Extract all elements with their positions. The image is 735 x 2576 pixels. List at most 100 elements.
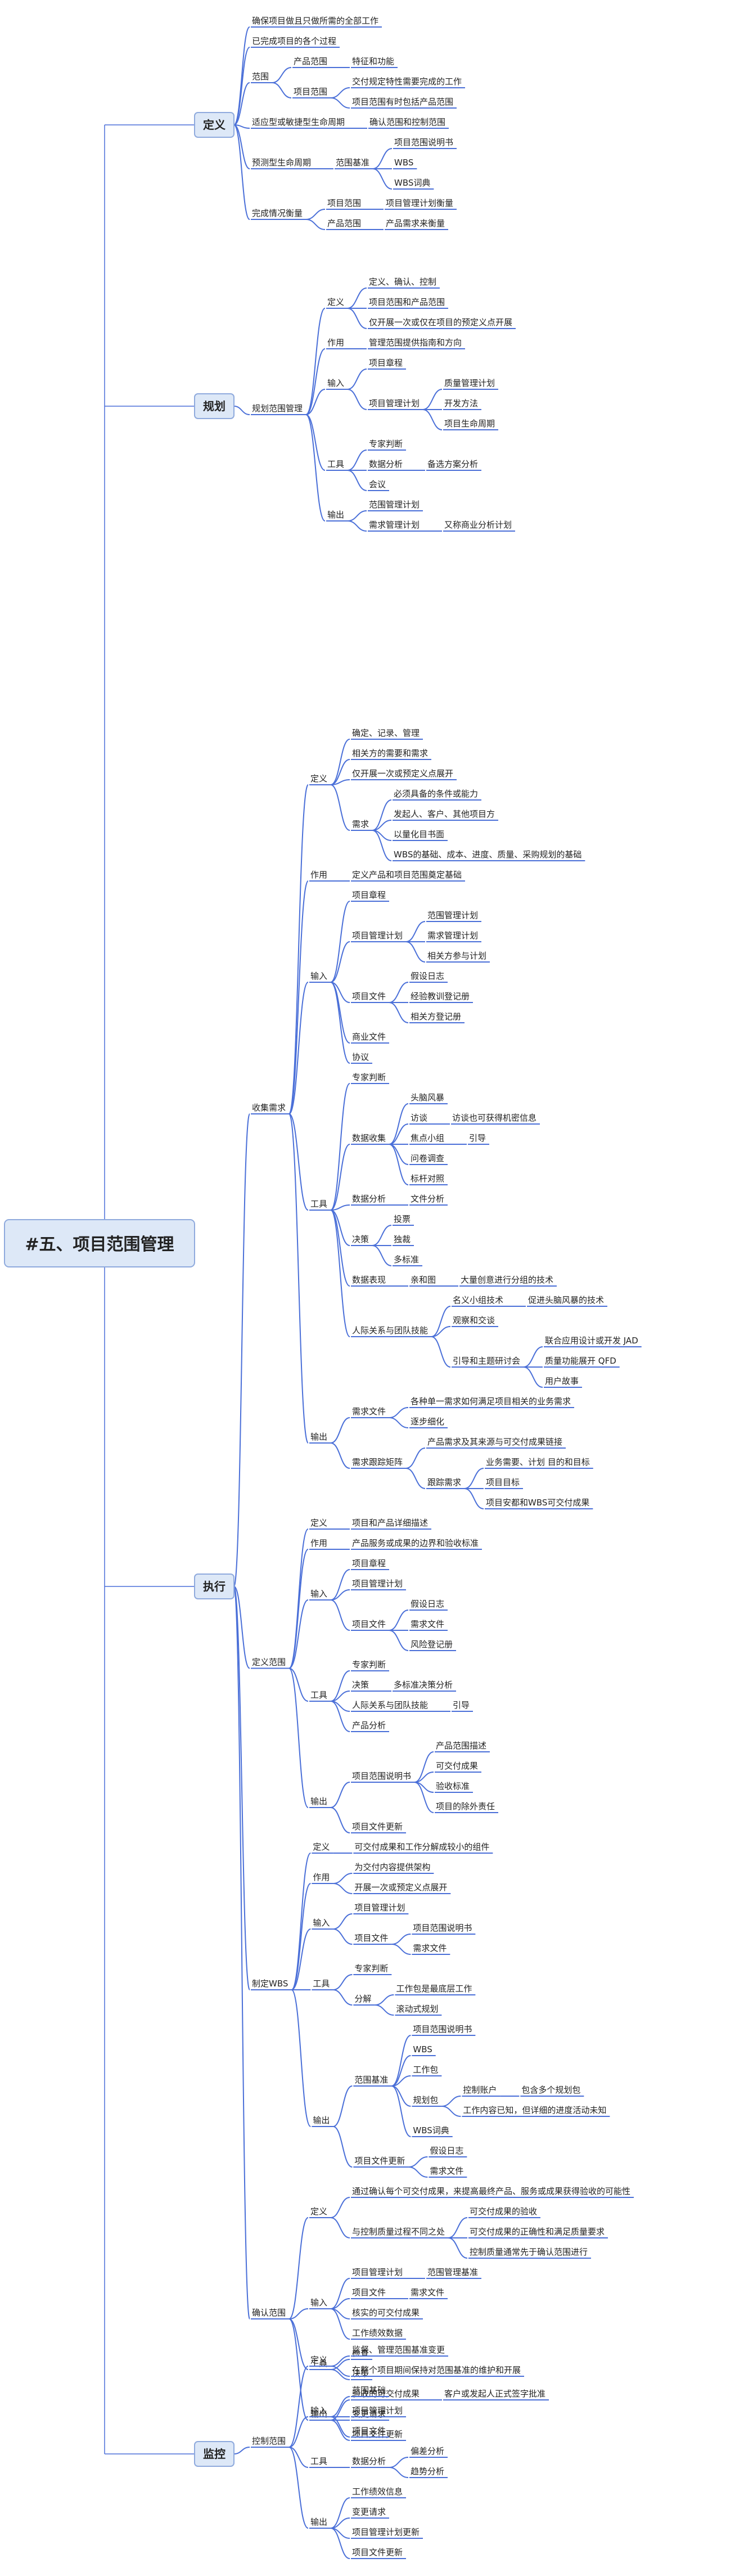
node-作用[interactable]: 作用 <box>309 870 331 882</box>
node-wbs词典[interactable]: WBS词典 <box>412 2125 453 2137</box>
node-产品服务或成果的边界和验收标准[interactable]: 产品服务或成果的边界和验收标准 <box>351 1538 483 1550</box>
node-可交付成果的验收[interactable]: 可交付成果的验收 <box>468 2206 541 2218</box>
node-完成情况衡量[interactable]: 完成情况衡量 <box>251 208 306 220</box>
node-质量管理计划[interactable]: 质量管理计划 <box>443 378 499 390</box>
node-项目范围说明书[interactable]: 项目范围说明书 <box>412 1923 476 1935</box>
node-仅开展一次或预定义点展开[interactable]: 仅开展一次或预定义点展开 <box>351 768 457 780</box>
node-项目范围说明书[interactable]: 项目范围说明书 <box>393 137 457 149</box>
node-需求文件[interactable]: 需求文件 <box>429 2166 467 2178</box>
node-项目文件[interactable]: 项目文件 <box>351 991 390 1003</box>
node-相关方的需要和需求[interactable]: 相关方的需要和需求 <box>351 748 432 760</box>
node-工具[interactable]: 工具 <box>309 2456 331 2468</box>
node-控制质量通常先于确认范围进行[interactable]: 控制质量通常先于确认范围进行 <box>468 2247 592 2259</box>
node-定义[interactable]: 定义 <box>326 297 348 309</box>
node-输入[interactable]: 输入 <box>309 971 331 983</box>
node-需求[interactable]: 需求 <box>351 819 373 831</box>
node-范围基础[interactable]: 范围基础 <box>351 2385 390 2397</box>
node-定义[interactable]: 定义 <box>309 1518 331 1530</box>
node-项目管理计划衡量[interactable]: 项目管理计划衡量 <box>385 198 457 210</box>
node-文件分析[interactable]: 文件分析 <box>409 1194 448 1206</box>
node-偏差分析[interactable]: 偏差分析 <box>409 2446 448 2458</box>
node-预测型生命周期[interactable]: 预测型生命周期 <box>251 158 315 169</box>
node-输入[interactable]: 输入 <box>309 2298 331 2309</box>
node-工具[interactable]: 工具 <box>312 1979 333 1990</box>
node-经验教训登记册[interactable]: 经验教训登记册 <box>409 991 474 1003</box>
node-产品需求及其来源与可交付成果链接[interactable]: 产品需求及其来源与可交付成果链接 <box>426 1437 566 1449</box>
node-需求管理计划[interactable]: 需求管理计划 <box>426 930 482 942</box>
node-滚动式规划[interactable]: 滚动式规划 <box>395 2004 442 2016</box>
node-范围管理计划[interactable]: 范围管理计划 <box>368 500 423 511</box>
node-风险登记册[interactable]: 风险登记册 <box>409 1639 457 1651</box>
node-项目文件[interactable]: 项目文件 <box>351 1619 390 1631</box>
node-交付规定特性需要完成的工作[interactable]: 交付规定特性需要完成的工作 <box>351 77 466 88</box>
node-作用[interactable]: 作用 <box>326 338 348 349</box>
node-定义-确认-控制[interactable]: 定义、确认、控制 <box>368 277 440 289</box>
node-确认范围[interactable]: 确认范围 <box>251 2308 290 2319</box>
node-项目章程[interactable]: 项目章程 <box>368 358 407 370</box>
node-通过确认每个可交付成果-来提高最终产品-服务或成果获得验收的可能性[interactable]: 通过确认每个可交付成果，来提高最终产品、服务或成果获得验收的可能性 <box>351 2186 634 2198</box>
node-数据表现[interactable]: 数据表现 <box>351 1275 390 1287</box>
node-定义[interactable]: 定义 <box>309 2355 331 2367</box>
node-跟踪需求[interactable]: 跟踪需求 <box>426 1477 465 1489</box>
node-逐步细化[interactable]: 逐步细化 <box>409 1417 448 1428</box>
node-专家判断[interactable]: 专家判断 <box>351 1072 390 1084</box>
node-数据分析[interactable]: 数据分析 <box>351 2456 390 2468</box>
node-产品范围[interactable]: 产品范围 <box>292 56 331 68</box>
node-相关方登记册[interactable]: 相关方登记册 <box>409 1011 465 1023</box>
node-输出[interactable]: 输出 <box>309 2517 331 2529</box>
node-促进头脑风暴的技术[interactable]: 促进头脑风暴的技术 <box>527 1295 608 1307</box>
node-确定-记录-管理[interactable]: 确定、记录、管理 <box>351 728 423 740</box>
node-定义[interactable]: 定义 <box>312 1842 333 1854</box>
node-备选方案分析[interactable]: 备选方案分析 <box>426 459 482 471</box>
node-定义[interactable]: 定义 <box>309 774 331 785</box>
node-以量化目书面[interactable]: 以量化目书面 <box>393 829 448 841</box>
node-工具[interactable]: 工具 <box>326 459 348 471</box>
node-工作绩效数据[interactable]: 工作绩效数据 <box>351 2328 407 2340</box>
node-头脑风暴[interactable]: 头脑风暴 <box>409 1093 448 1104</box>
node-用户故事[interactable]: 用户故事 <box>544 1376 583 1388</box>
node-包含多个规划包[interactable]: 包含多个规划包 <box>520 2085 584 2097</box>
node-确认范围和控制范围[interactable]: 确认范围和控制范围 <box>368 117 449 129</box>
node-需求跟踪矩阵[interactable]: 需求跟踪矩阵 <box>351 1457 407 1469</box>
node-项目章程[interactable]: 项目章程 <box>351 1558 390 1570</box>
node-决策[interactable]: 决策 <box>351 1680 373 1692</box>
node-输入[interactable]: 输入 <box>326 378 348 390</box>
node-已完成项目的各个过程[interactable]: 已完成项目的各个过程 <box>251 36 340 48</box>
node-访谈也可获得机密信息[interactable]: 访谈也可获得机密信息 <box>451 1113 540 1125</box>
node-确保项目做且只做所需的全部工作[interactable]: 确保项目做且只做所需的全部工作 <box>251 16 382 28</box>
node-项目管理计划[interactable]: 项目管理计划 <box>351 2406 407 2417</box>
node-工作绩效信息[interactable]: 工作绩效信息 <box>351 2487 407 2498</box>
node-适应型或敏捷型生命周期[interactable]: 适应型或敏捷型生命周期 <box>251 117 349 129</box>
node-wbs词典[interactable]: WBS词典 <box>393 178 434 190</box>
node-wbs的基础-成本-进度-质量-采购规划的基础[interactable]: WBS的基础、成本、进度、质量、采购规划的基础 <box>393 849 585 861</box>
node-需求文件[interactable]: 需求文件 <box>412 1943 450 1955</box>
node-观察和交谈[interactable]: 观察和交谈 <box>452 1315 499 1327</box>
node-项目文件[interactable]: 项目文件 <box>351 2426 390 2438</box>
node-项目管理计划更新[interactable]: 项目管理计划更新 <box>351 2527 423 2539</box>
node-焦点小组[interactable]: 焦点小组 <box>409 1133 448 1145</box>
node-分解[interactable]: 分解 <box>353 1994 375 2006</box>
node-监督-管理范围基准变更[interactable]: 监督、管理范围基准变更 <box>351 2345 449 2357</box>
node-数据分析[interactable]: 数据分析 <box>368 459 407 471</box>
node-问卷调查[interactable]: 问卷调查 <box>409 1153 448 1165</box>
node-名义小组技术[interactable]: 名义小组技术 <box>452 1295 507 1307</box>
node-验收标准[interactable]: 验收标准 <box>435 1781 474 1793</box>
node-项目文件[interactable]: 项目文件 <box>351 2287 390 2299</box>
node-项目管理计划[interactable]: 项目管理计划 <box>351 930 407 942</box>
node-需求管理计划[interactable]: 需求管理计划 <box>368 520 423 532</box>
node-输出[interactable]: 输出 <box>309 1432 331 1444</box>
node-输出[interactable]: 输出 <box>309 1796 331 1808</box>
node-数据分析[interactable]: 数据分析 <box>351 1194 390 1206</box>
node-项目文件更新[interactable]: 项目文件更新 <box>351 1822 407 1833</box>
node-联合应用设计或开发-jad[interactable]: 联合应用设计或开发 JAD <box>544 1336 642 1347</box>
node-输入[interactable]: 输入 <box>312 1918 333 1930</box>
node-作用[interactable]: 作用 <box>312 1872 333 1884</box>
node-项目范围说明书[interactable]: 项目范围说明书 <box>351 1771 415 1783</box>
node-项目目标[interactable]: 项目目标 <box>485 1477 524 1489</box>
node-范围[interactable]: 范围 <box>251 71 273 83</box>
node-人际关系与团队技能[interactable]: 人际关系与团队技能 <box>351 1325 432 1337</box>
node-亲和图[interactable]: 亲和图 <box>409 1275 440 1287</box>
node-工作内容已知-但详细的进度活动未知[interactable]: 工作内容已知，但详细的进度活动未知 <box>462 2105 610 2117</box>
node-范围管理基准[interactable]: 范围管理基准 <box>426 2267 482 2279</box>
node-项目文件[interactable]: 项目文件 <box>353 1933 392 1945</box>
